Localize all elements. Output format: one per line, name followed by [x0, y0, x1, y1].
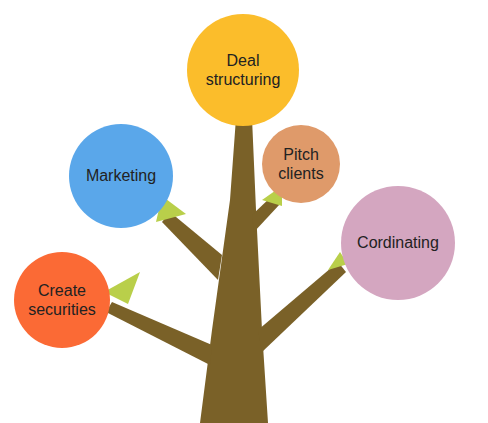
circle-node: Cordinating	[341, 186, 455, 300]
node-label: Cordinating	[348, 233, 448, 252]
node-label: Marketing	[76, 166, 166, 185]
node-label: Pitch clients	[269, 145, 333, 183]
circle-shape	[187, 14, 299, 126]
circle-shape	[14, 252, 110, 348]
node-label: Create securities	[20, 281, 104, 319]
circle-node: Marketing	[69, 124, 173, 228]
circle-node: Deal structuring	[187, 14, 299, 126]
node-label: Deal structuring	[197, 51, 289, 89]
circle-node: Create securities	[14, 252, 110, 348]
circle-shape	[262, 125, 340, 203]
circle-node: Pitch clients	[262, 125, 340, 203]
